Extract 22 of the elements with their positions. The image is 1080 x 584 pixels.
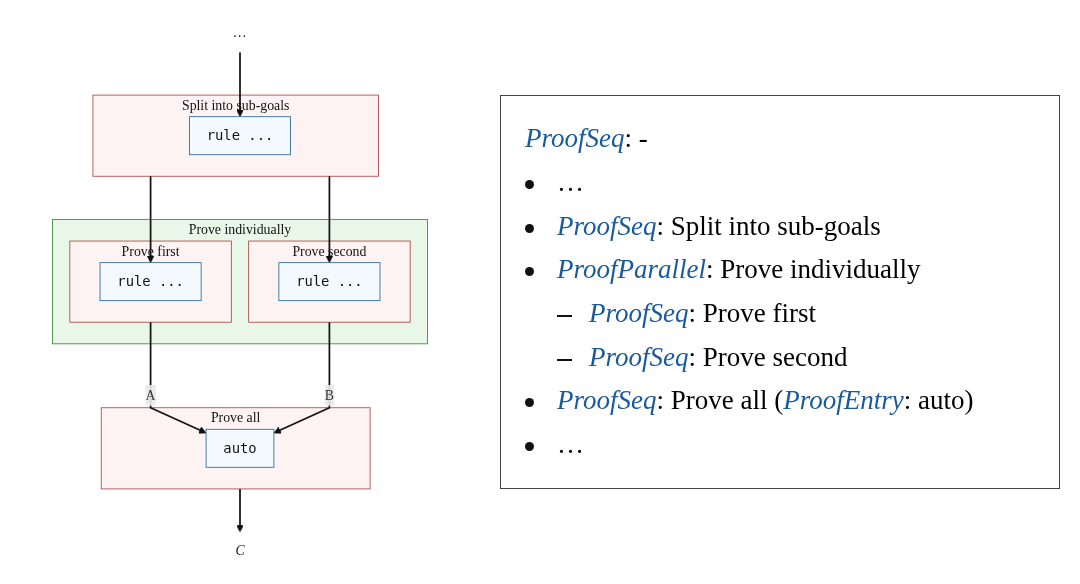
arrow	[146, 175, 155, 263]
list-item-text: …	[557, 430, 584, 460]
edge-label: A	[145, 387, 156, 403]
node-text: …	[233, 25, 247, 40]
edge-label: B	[324, 387, 335, 403]
list-item-text: ProofSeq: Prove all (ProofEntry: auto)	[557, 386, 974, 417]
list-item-text: ProofSeq: Prove second	[589, 342, 848, 373]
list-item-text: ProofSeq: -	[525, 124, 648, 154]
arrow	[149, 321, 207, 434]
arrow	[273, 321, 331, 434]
list-item-text: …	[557, 167, 584, 198]
node-box: rule ...	[278, 262, 381, 302]
node-text: C	[235, 543, 245, 558]
node-box: rule ...	[99, 262, 202, 302]
list-item-text: ProofSeq: Prove first	[589, 299, 816, 329]
list-item-text: ProofParallel: Prove individually	[557, 255, 921, 285]
arrow	[325, 175, 334, 263]
arrow	[236, 488, 244, 533]
node-box: auto	[205, 428, 275, 468]
arrow	[236, 51, 244, 118]
list-item-text: ProofSeq: Split into sub-goals	[557, 211, 881, 242]
node-box: rule ...	[189, 116, 291, 156]
